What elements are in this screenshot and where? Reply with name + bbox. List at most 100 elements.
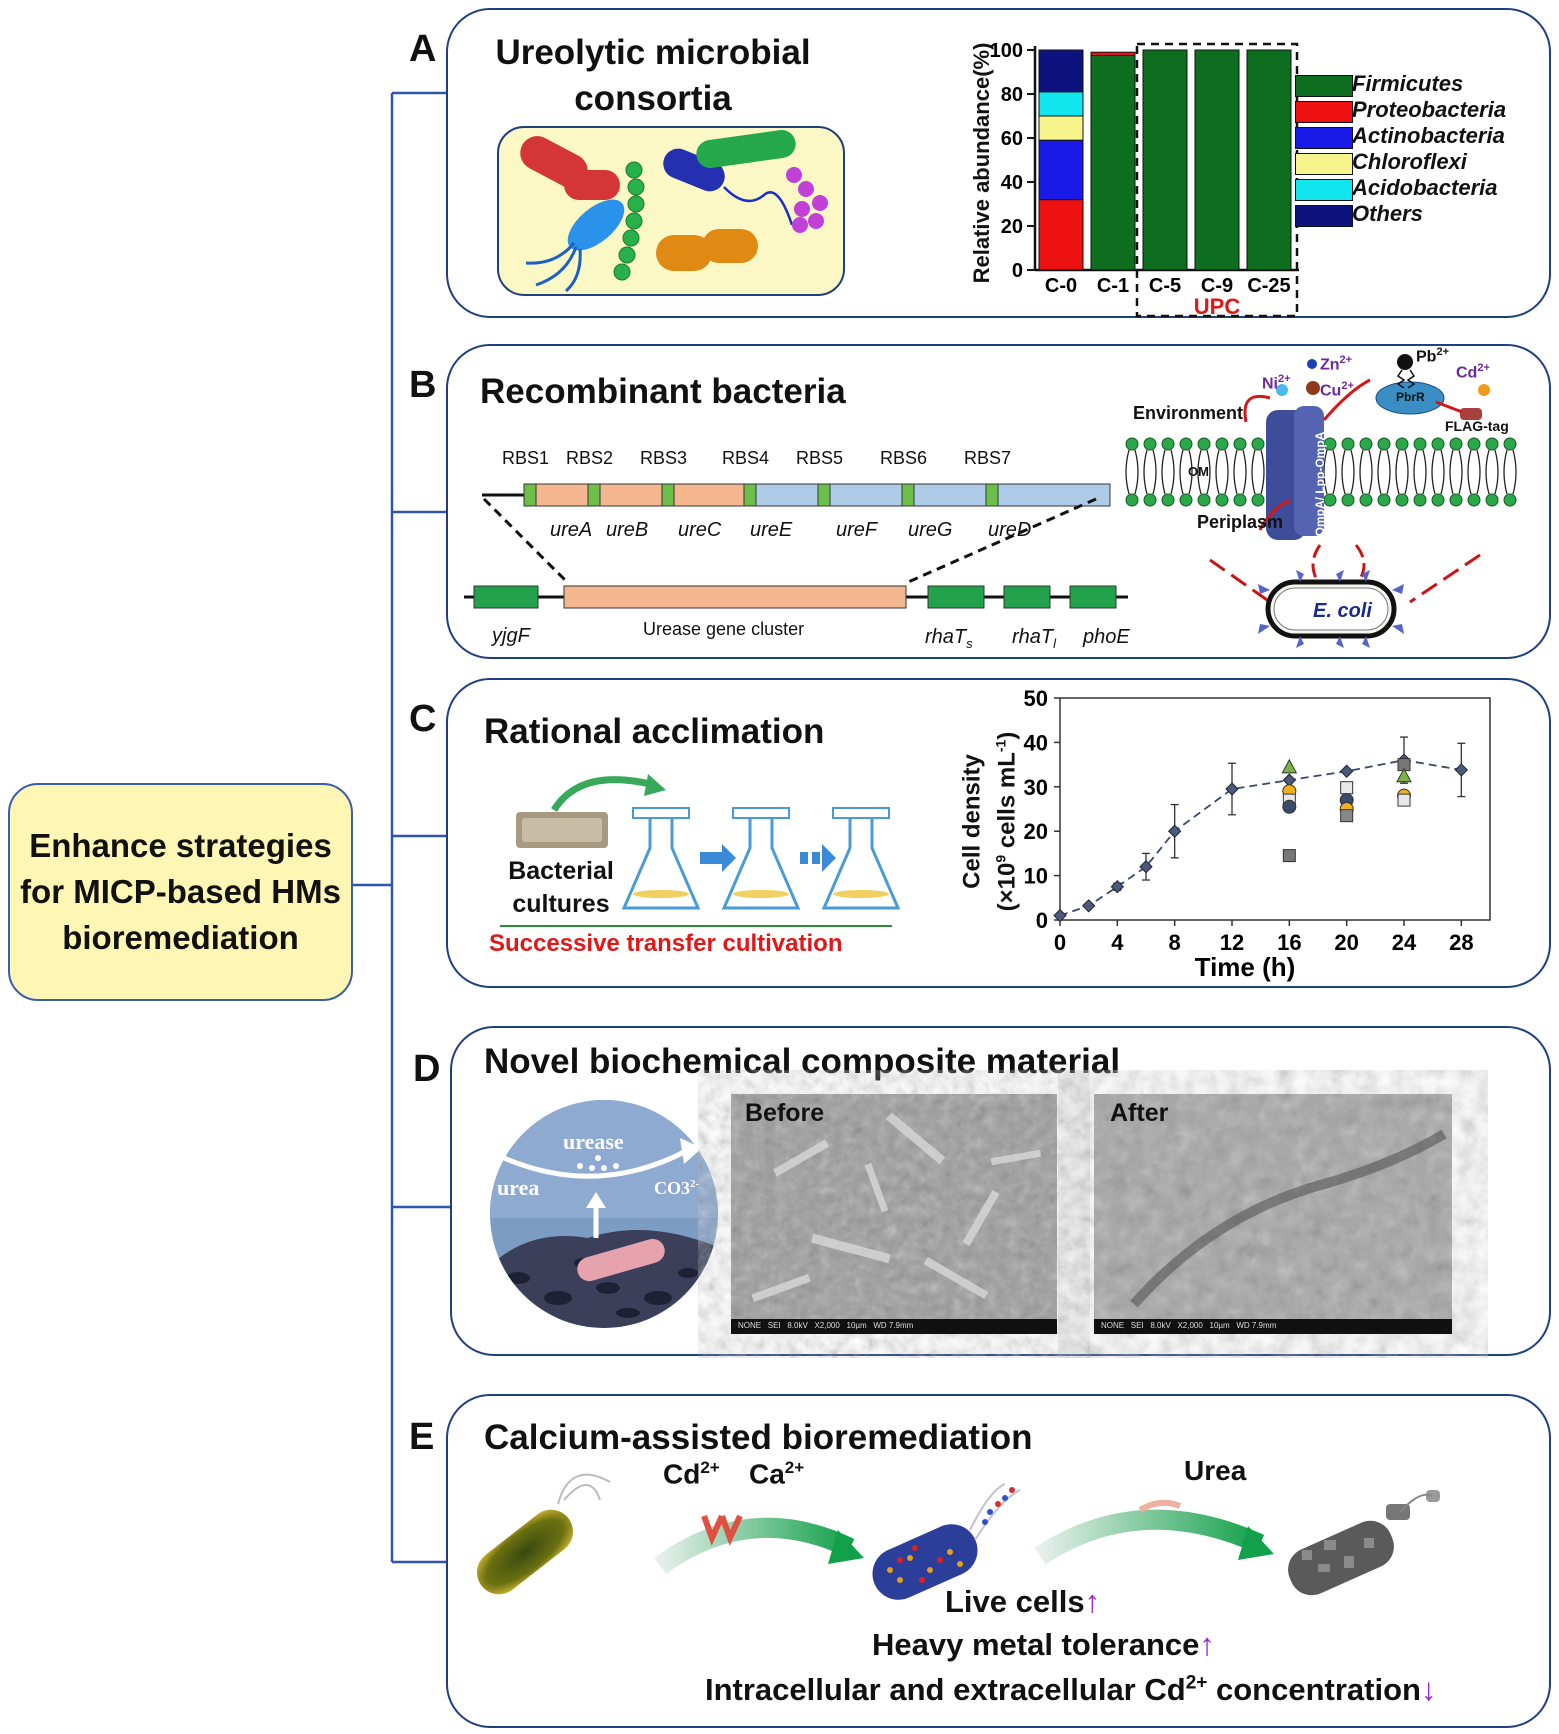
x-tick-label: C-0 bbox=[1045, 275, 1077, 297]
bar-segment bbox=[1038, 115, 1084, 141]
panel-e-letter: E bbox=[409, 1416, 435, 1458]
lipid-head bbox=[1143, 493, 1157, 507]
lipid-tail bbox=[1503, 449, 1517, 495]
gene-block-blue bbox=[749, 483, 1111, 507]
marker-point bbox=[1340, 781, 1354, 795]
marker-point bbox=[1397, 793, 1411, 807]
lipid-head bbox=[1503, 493, 1517, 507]
ca-ion-label: Ca2+ bbox=[749, 1458, 805, 1490]
panel-c bbox=[446, 678, 1551, 988]
lipid-head bbox=[1377, 493, 1391, 507]
y-tick-label: 10 bbox=[1024, 864, 1048, 889]
rbs-block bbox=[743, 483, 757, 507]
x-axis-label: Time (h) bbox=[1195, 952, 1296, 982]
lipid-head bbox=[1431, 437, 1445, 451]
legend-swatch bbox=[1295, 75, 1353, 97]
y-tick-label: 60 bbox=[1001, 128, 1023, 150]
x-tick-label: C-1 bbox=[1097, 275, 1129, 297]
gene-label: ureG bbox=[908, 519, 953, 541]
x-tick-label: 4 bbox=[1111, 930, 1124, 955]
cell-density-y-label: Cell density(×109 cells mL-1) bbox=[958, 731, 1021, 912]
rbs-block bbox=[901, 483, 915, 507]
data-point bbox=[1110, 879, 1125, 894]
legend-label: Others bbox=[1352, 201, 1423, 226]
ion-ni: Ni2+ bbox=[1262, 373, 1291, 393]
upc-label: UPC bbox=[1194, 294, 1241, 319]
y-tick-label: 0 bbox=[1012, 260, 1023, 282]
urea-text: urea bbox=[497, 1175, 540, 1200]
outcome-heavy-metal-tolerance: Heavy metal tolerance↑ bbox=[872, 1627, 1215, 1662]
lipid-tail bbox=[1161, 449, 1175, 495]
lipid-head bbox=[1431, 493, 1445, 507]
rbs-block bbox=[523, 483, 537, 507]
ion-cd: Cd2+ bbox=[1456, 362, 1490, 382]
rbs-block bbox=[985, 483, 999, 507]
x-tick-label: C-25 bbox=[1247, 275, 1290, 297]
lipid-tail bbox=[1359, 449, 1373, 495]
x-tick-label: 20 bbox=[1334, 930, 1358, 955]
periplasm-label: Periplasm bbox=[1197, 512, 1284, 532]
legend-label: Proteobacteria bbox=[1352, 97, 1507, 122]
rhatl-label: rhaTl bbox=[1012, 626, 1057, 651]
lipid-head bbox=[1215, 493, 1229, 507]
y-tick-label: 40 bbox=[1001, 172, 1023, 194]
y-tick-label: 0 bbox=[1036, 908, 1048, 933]
bar-segment bbox=[1246, 49, 1292, 271]
before-label: Before bbox=[745, 1099, 825, 1127]
rbs-label: RBS5 bbox=[796, 448, 844, 468]
ompa-label: OmpA/ Lpp-OmpA bbox=[1313, 431, 1327, 537]
rbs-label: RBS3 bbox=[640, 448, 688, 468]
rbs-label: RBS7 bbox=[964, 448, 1012, 468]
rbs-block bbox=[661, 483, 675, 507]
marker-point bbox=[1282, 799, 1297, 814]
x-tick-label: 8 bbox=[1169, 930, 1181, 955]
lipid-head bbox=[1485, 493, 1499, 507]
marker-point bbox=[1282, 849, 1296, 863]
lipid-tail bbox=[1233, 449, 1247, 495]
legend-swatch bbox=[1295, 127, 1353, 149]
panel-d-title: Novel biochemical composite material bbox=[484, 1042, 1121, 1081]
root-node: Enhance strategies for MICP-based HMs bi… bbox=[8, 783, 353, 1001]
data-point bbox=[1053, 908, 1067, 923]
rbs-block bbox=[587, 483, 601, 507]
lipid-head bbox=[1251, 493, 1265, 507]
panel-a-title: Ureolytic microbial consortia bbox=[495, 33, 811, 118]
bar-segment bbox=[1038, 49, 1084, 93]
data-point bbox=[1454, 763, 1469, 777]
outcome-live-cells: Live cells↑ bbox=[945, 1584, 1101, 1619]
x-tick-label: 24 bbox=[1392, 930, 1417, 955]
y-tick-label: 20 bbox=[1001, 216, 1023, 238]
down-arrow-icon: ↓ bbox=[1420, 1672, 1437, 1707]
y-tick-label: 40 bbox=[1024, 730, 1048, 755]
legend-swatch bbox=[1295, 205, 1353, 227]
lipid-head bbox=[1233, 437, 1247, 451]
transfer-label: Successive transfer cultivation bbox=[489, 930, 843, 957]
phoe-label: phoE bbox=[1083, 626, 1130, 648]
lipid-head bbox=[1359, 493, 1373, 507]
lipid-head bbox=[1377, 437, 1391, 451]
y-tick-label: 30 bbox=[1024, 775, 1048, 800]
ecoli-label: E. coli bbox=[1313, 600, 1372, 622]
ion-cu: Cu2+ bbox=[1320, 380, 1354, 400]
rbs-label: RBS1 bbox=[502, 448, 550, 468]
lipid-head bbox=[1233, 493, 1247, 507]
lipid-tail bbox=[1413, 449, 1427, 495]
lipid-head bbox=[1251, 437, 1265, 451]
data-point bbox=[1167, 824, 1182, 838]
sem-before-scale: NONE SEI 8.0kV X2,000 10µm WD 7.9mm bbox=[738, 1321, 914, 1330]
lipid-tail bbox=[1341, 449, 1355, 495]
legend-swatch bbox=[1295, 179, 1353, 201]
panel-b-letter: B bbox=[409, 364, 437, 406]
x-tick-label: 12 bbox=[1220, 930, 1244, 955]
panel-d-letter: D bbox=[413, 1048, 441, 1090]
cd-ion-label: Cd2+ bbox=[663, 1458, 720, 1490]
gene-label: ureC bbox=[678, 519, 722, 541]
panel-e-title: Calcium-assisted bioremediation bbox=[484, 1418, 1033, 1457]
panel-c-title: Rational acclimation bbox=[484, 712, 825, 751]
lipid-head bbox=[1125, 493, 1139, 507]
lipid-tail bbox=[1197, 449, 1211, 495]
rbs-label: RBS6 bbox=[880, 448, 928, 468]
gene-map bbox=[464, 483, 1128, 609]
legend-label: Actinobacteria bbox=[1352, 123, 1505, 148]
pbrr-label: PbrR bbox=[1396, 390, 1425, 404]
